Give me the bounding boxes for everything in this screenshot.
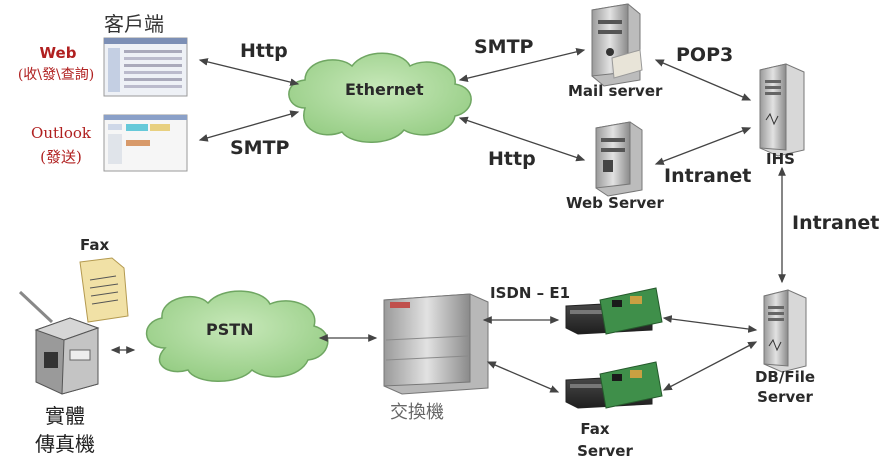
ihs-server-icon — [759, 63, 805, 157]
arrow-outlook-ethernet — [198, 110, 300, 142]
arrow-ethernet-mail — [458, 48, 586, 82]
ethernet-label: Ethernet — [345, 80, 424, 99]
link-label-intranet-db: Intranet — [792, 212, 880, 234]
pstn-label: PSTN — [206, 320, 254, 339]
db-file-server-icon — [763, 289, 807, 373]
link-label-smtp-mail: SMTP — [474, 36, 534, 58]
arrow-mail-ihs — [654, 59, 752, 101]
fax-machine-label-line1: 實體 — [45, 404, 85, 428]
mail-server-icon — [591, 3, 643, 87]
link-label-intranet-web: Intranet — [664, 165, 752, 187]
switch-icon — [383, 293, 489, 395]
db-server-label-line1: DB/File — [754, 368, 816, 386]
link-label-pop3: POP3 — [676, 44, 734, 66]
pstn-cloud — [145, 290, 329, 382]
ethernet-cloud — [288, 52, 472, 143]
link-label-smtp-client: SMTP — [230, 137, 290, 159]
fax-machine-icon — [18, 290, 100, 395]
web-server-icon — [595, 121, 643, 197]
ihs-label: IHS — [766, 150, 795, 168]
fax-machine-label-line2: 傳真機 — [35, 432, 95, 456]
web-server-label: Web Server — [566, 194, 664, 212]
web-client-screenshot — [103, 37, 188, 97]
fax-server-label-line1: Fax — [580, 420, 610, 438]
arrow-switch-fax2 — [486, 361, 560, 393]
arrow-web-ethernet — [198, 58, 300, 86]
link-label-isdn: ISDN – E1 — [490, 284, 571, 302]
web-client-sub: (收\發\查詢) — [17, 67, 95, 83]
link-label-http-web: Http — [488, 148, 536, 170]
fax-document-icon — [79, 257, 129, 323]
web-client-label: Web — [39, 44, 77, 62]
switch-label: 交換機 — [390, 402, 444, 423]
arrow-web-ihs — [654, 127, 752, 165]
client-title: 客戶端 — [104, 12, 164, 36]
connection-arrows — [110, 48, 786, 393]
arrow-fax1-db — [662, 315, 758, 333]
fax-document-label: Fax — [80, 236, 110, 254]
mail-server-label: Mail server — [568, 82, 663, 100]
fax-server-icon-lower — [565, 361, 663, 409]
arrow-ethernet-web — [458, 116, 586, 162]
link-label-http-client: Http — [240, 40, 288, 62]
fax-server-label-line2: Server — [577, 442, 633, 460]
outlook-client-screenshot — [103, 114, 188, 172]
outlook-client-sub: (發送) — [40, 148, 82, 166]
db-server-label-line2: Server — [757, 388, 813, 406]
arrow-fax2-db — [662, 341, 758, 391]
outlook-client-label: Outlook — [31, 124, 91, 142]
fax-server-icon-upper — [565, 287, 663, 335]
